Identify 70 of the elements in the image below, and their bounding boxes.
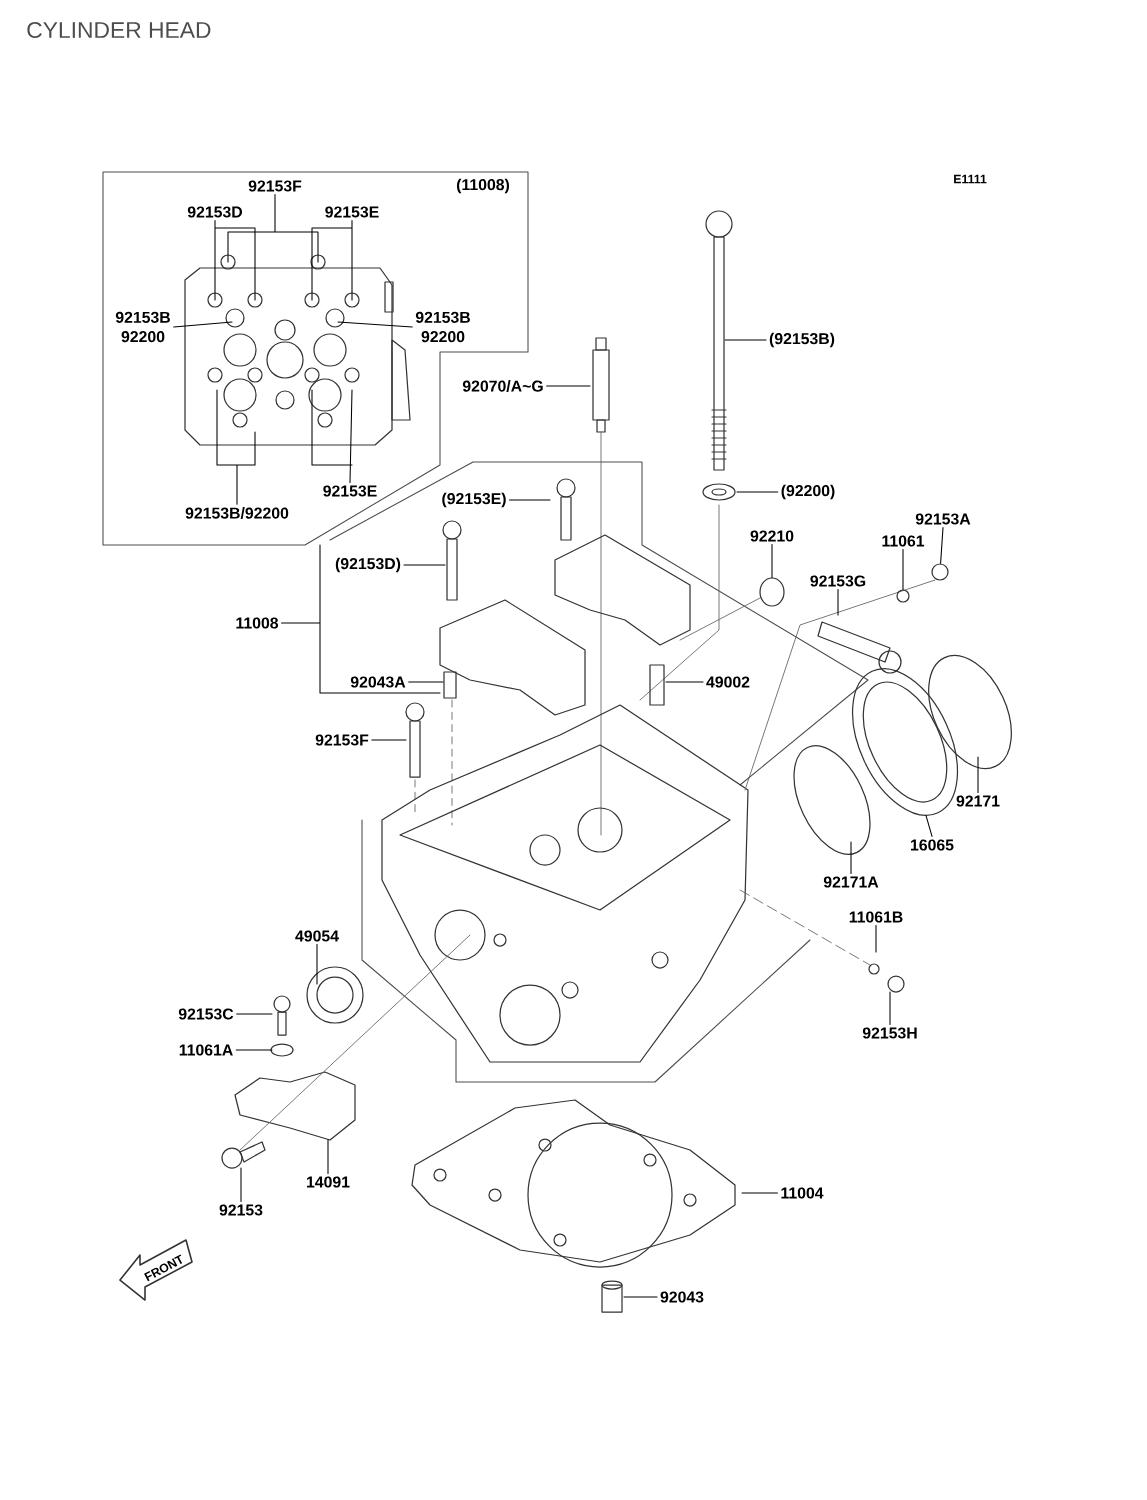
callout-number: 92153B 92200 [115,311,170,343]
callout-number: 11061A [179,1044,233,1056]
washer [896,589,910,603]
leader-line [736,491,779,493]
callout-number: 92153F [248,180,302,192]
title: CYLINDER HEAD [27,21,211,39]
leader-line [337,321,413,328]
figure-code: E1111 [954,174,987,184]
callout-number: 92153E [323,485,377,497]
callout-number: 11008 [236,617,279,629]
leader-line [235,1049,273,1051]
leader-line [371,739,407,741]
callout-number: 92153G [810,575,866,587]
callout-number: 92153B/92200 [185,507,289,519]
leader-line [665,681,704,683]
leader-line [837,589,839,616]
callout-number: (92153B) [769,332,835,348]
leader-line [925,815,933,837]
callout-number: (92200) [781,484,835,500]
leader-line [316,944,318,985]
leader-line [311,389,353,483]
callout-number: 92153B 92200 [415,311,470,343]
callout-number: 92210 [750,530,794,542]
leader-line [875,925,877,953]
callout-number: 92043 [660,1291,704,1303]
leader-line [236,1013,273,1015]
leader-line [902,549,904,590]
leader-line [741,1192,778,1194]
callout-number: 92153D [187,206,242,218]
leader-line [977,756,979,793]
leader-line [850,841,852,874]
leader-line [724,339,767,341]
leader-line [546,385,591,387]
callout-number: 49002 [706,676,750,688]
leader-line [327,1139,329,1174]
callout-number: 14091 [307,1176,350,1188]
callout-number: 11061B [849,911,903,923]
leader-line [227,194,319,263]
leader-line [940,527,944,564]
callout-number: (92153D) [335,557,401,573]
callout-number: 92153H [862,1027,917,1039]
callout-number: 92043A [350,676,406,688]
bolt-head [931,563,949,581]
callout-number: 92153C [178,1008,234,1020]
callout-number: 49054 [295,930,339,942]
callout-number: (92153E) [442,492,506,508]
callout-number: 11061 [882,535,925,547]
callout-number: 92153F [315,734,369,746]
leader-line [311,220,353,301]
callout-number: 92153A [915,513,971,525]
callout-number: 92171 [956,795,1000,807]
callout-number: 16065 [911,839,954,851]
leader-line [771,544,773,578]
leader-line [509,499,551,501]
leader-line [173,321,233,328]
callout-number: 92171A [823,876,879,888]
callout-number: 92153E [325,206,379,218]
leader-line [281,544,441,694]
leader-line [214,220,256,301]
leader-line [408,681,444,683]
leader-line [403,564,446,566]
leader-line [623,1296,658,1298]
callout-number: 92153 [219,1204,263,1216]
callout-number: 92070/A~G [462,380,543,392]
leader-line [889,991,891,1025]
collar [759,577,785,607]
reference-number: (11008) [457,178,510,194]
leader-line [216,389,256,505]
leader-line [240,1167,242,1202]
callout-number: 11004 [781,1187,824,1199]
